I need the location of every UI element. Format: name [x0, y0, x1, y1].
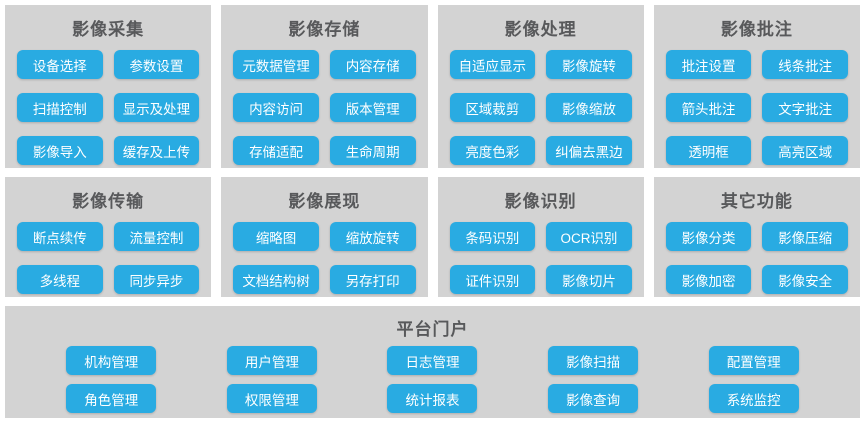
feature-button[interactable]: 箭头批注 — [665, 93, 752, 122]
feature-button-grid: 设备选择 参数设置 扫描控制 显示及处理 影像导入 缓存及上传 — [5, 48, 211, 177]
feature-button[interactable]: 透明框 — [665, 136, 752, 165]
feature-button[interactable]: 批注设置 — [665, 50, 752, 79]
feature-button[interactable]: 影像加密 — [665, 265, 752, 294]
panel-title: 影像识别 — [504, 192, 577, 211]
feature-button[interactable]: 显示及处理 — [113, 93, 200, 122]
portal-button[interactable]: 影像查询 — [548, 384, 639, 413]
panel-title: 影像批注 — [720, 20, 793, 39]
feature-button[interactable]: 文字批注 — [762, 93, 848, 122]
portal-button[interactable]: 权限管理 — [226, 384, 317, 413]
panel-title: 影像采集 — [72, 20, 145, 39]
feature-button[interactable]: 亮度色彩 — [449, 136, 536, 165]
portal-button[interactable]: 机构管理 — [66, 346, 157, 375]
feature-button[interactable]: 条码识别 — [449, 222, 536, 251]
feature-button[interactable]: 证件识别 — [449, 265, 536, 294]
feature-button[interactable]: 缓存及上传 — [113, 136, 200, 165]
feature-button[interactable]: 参数设置 — [113, 50, 200, 79]
portal-button[interactable]: 角色管理 — [66, 384, 157, 413]
middle-panel-row: 影像传输 断点续传 流量控制 多线程 同步异步 影像展现 缩略图 缩放旋转 文档… — [5, 177, 860, 297]
portal-button[interactable]: 影像扫描 — [548, 346, 639, 375]
panel-image-transfer: 影像传输 断点续传 流量控制 多线程 同步异步 — [5, 177, 212, 297]
portal-button[interactable]: 统计报表 — [387, 384, 478, 413]
feature-button[interactable]: 版本管理 — [329, 93, 416, 122]
panel-title: 影像处理 — [504, 20, 577, 39]
feature-button[interactable]: 影像导入 — [17, 136, 103, 165]
feature-button-grid: 批注设置 线条批注 箭头批注 文字批注 透明框 高亮区域 — [654, 48, 860, 177]
feature-button[interactable]: 影像压缩 — [762, 222, 848, 251]
panel-image-annotation: 影像批注 批注设置 线条批注 箭头批注 文字批注 透明框 高亮区域 — [653, 5, 860, 168]
portal-button[interactable]: 系统监控 — [708, 384, 799, 413]
panel-title: 其它功能 — [720, 192, 793, 211]
feature-button[interactable]: 文档结构树 — [233, 265, 319, 294]
feature-button[interactable]: 自适应显示 — [449, 50, 536, 79]
feature-button[interactable]: 线条批注 — [762, 50, 848, 79]
feature-button[interactable]: 内容访问 — [233, 93, 319, 122]
feature-button-grid: 断点续传 流量控制 多线程 同步异步 — [5, 220, 211, 306]
feature-button[interactable]: 同步异步 — [113, 265, 200, 294]
feature-button[interactable]: 多线程 — [17, 265, 103, 294]
feature-button[interactable]: 断点续传 — [17, 222, 103, 251]
feature-button[interactable]: 高亮区域 — [762, 136, 848, 165]
panel-image-processing: 影像处理 自适应显示 影像旋转 区域裁剪 影像缩放 亮度色彩 纠偏去黑边 — [437, 5, 644, 168]
feature-button[interactable]: 流量控制 — [113, 222, 200, 251]
feature-button[interactable]: 缩略图 — [233, 222, 319, 251]
portal-button[interactable]: 用户管理 — [226, 346, 317, 375]
panel-image-display: 影像展现 缩略图 缩放旋转 文档结构树 另存打印 — [221, 177, 428, 297]
panel-image-capture: 影像采集 设备选择 参数设置 扫描控制 显示及处理 影像导入 缓存及上传 — [5, 5, 212, 168]
feature-button[interactable]: 区域裁剪 — [449, 93, 536, 122]
feature-button[interactable]: OCR识别 — [546, 222, 632, 251]
feature-button[interactable]: 扫描控制 — [17, 93, 103, 122]
feature-button-grid: 自适应显示 影像旋转 区域裁剪 影像缩放 亮度色彩 纠偏去黑边 — [438, 48, 644, 177]
feature-button[interactable]: 纠偏去黑边 — [546, 136, 632, 165]
feature-button[interactable]: 影像缩放 — [546, 93, 632, 122]
panel-other-functions: 其它功能 影像分类 影像压缩 影像加密 影像安全 — [653, 177, 860, 297]
panel-title: 影像展现 — [288, 192, 361, 211]
feature-button[interactable]: 生命周期 — [329, 136, 416, 165]
panel-image-recognition: 影像识别 条码识别 OCR识别 证件识别 影像切片 — [437, 177, 644, 297]
feature-button[interactable]: 设备选择 — [17, 50, 103, 79]
feature-button[interactable]: 元数据管理 — [233, 50, 319, 79]
feature-button-grid: 条码识别 OCR识别 证件识别 影像切片 — [438, 220, 644, 306]
feature-button[interactable]: 影像切片 — [546, 265, 632, 294]
feature-button[interactable]: 另存打印 — [329, 265, 416, 294]
feature-button[interactable]: 内容存储 — [329, 50, 416, 79]
feature-button[interactable]: 存储适配 — [233, 136, 319, 165]
feature-button[interactable]: 影像旋转 — [546, 50, 632, 79]
top-panel-row: 影像采集 设备选择 参数设置 扫描控制 显示及处理 影像导入 缓存及上传 影像存… — [5, 5, 860, 168]
panel-title: 平台门户 — [396, 320, 469, 339]
portal-button[interactable]: 日志管理 — [387, 346, 478, 375]
feature-button-grid: 缩略图 缩放旋转 文档结构树 另存打印 — [221, 220, 427, 306]
panel-platform-portal: 平台门户 机构管理 用户管理 日志管理 影像扫描 配置管理 角色管理 权限管理 … — [5, 306, 860, 418]
feature-button-grid: 影像分类 影像压缩 影像加密 影像安全 — [654, 220, 860, 306]
feature-button[interactable]: 缩放旋转 — [329, 222, 416, 251]
portal-button-grid: 机构管理 用户管理 日志管理 影像扫描 配置管理 角色管理 权限管理 统计报表 … — [5, 346, 860, 425]
panel-image-storage: 影像存储 元数据管理 内容存储 内容访问 版本管理 存储适配 生命周期 — [221, 5, 428, 168]
panel-title: 影像存储 — [288, 20, 361, 39]
panel-title: 影像传输 — [72, 192, 145, 211]
feature-button-grid: 元数据管理 内容存储 内容访问 版本管理 存储适配 生命周期 — [221, 48, 427, 177]
portal-button[interactable]: 配置管理 — [708, 346, 799, 375]
feature-button[interactable]: 影像分类 — [665, 222, 752, 251]
feature-button[interactable]: 影像安全 — [762, 265, 848, 294]
